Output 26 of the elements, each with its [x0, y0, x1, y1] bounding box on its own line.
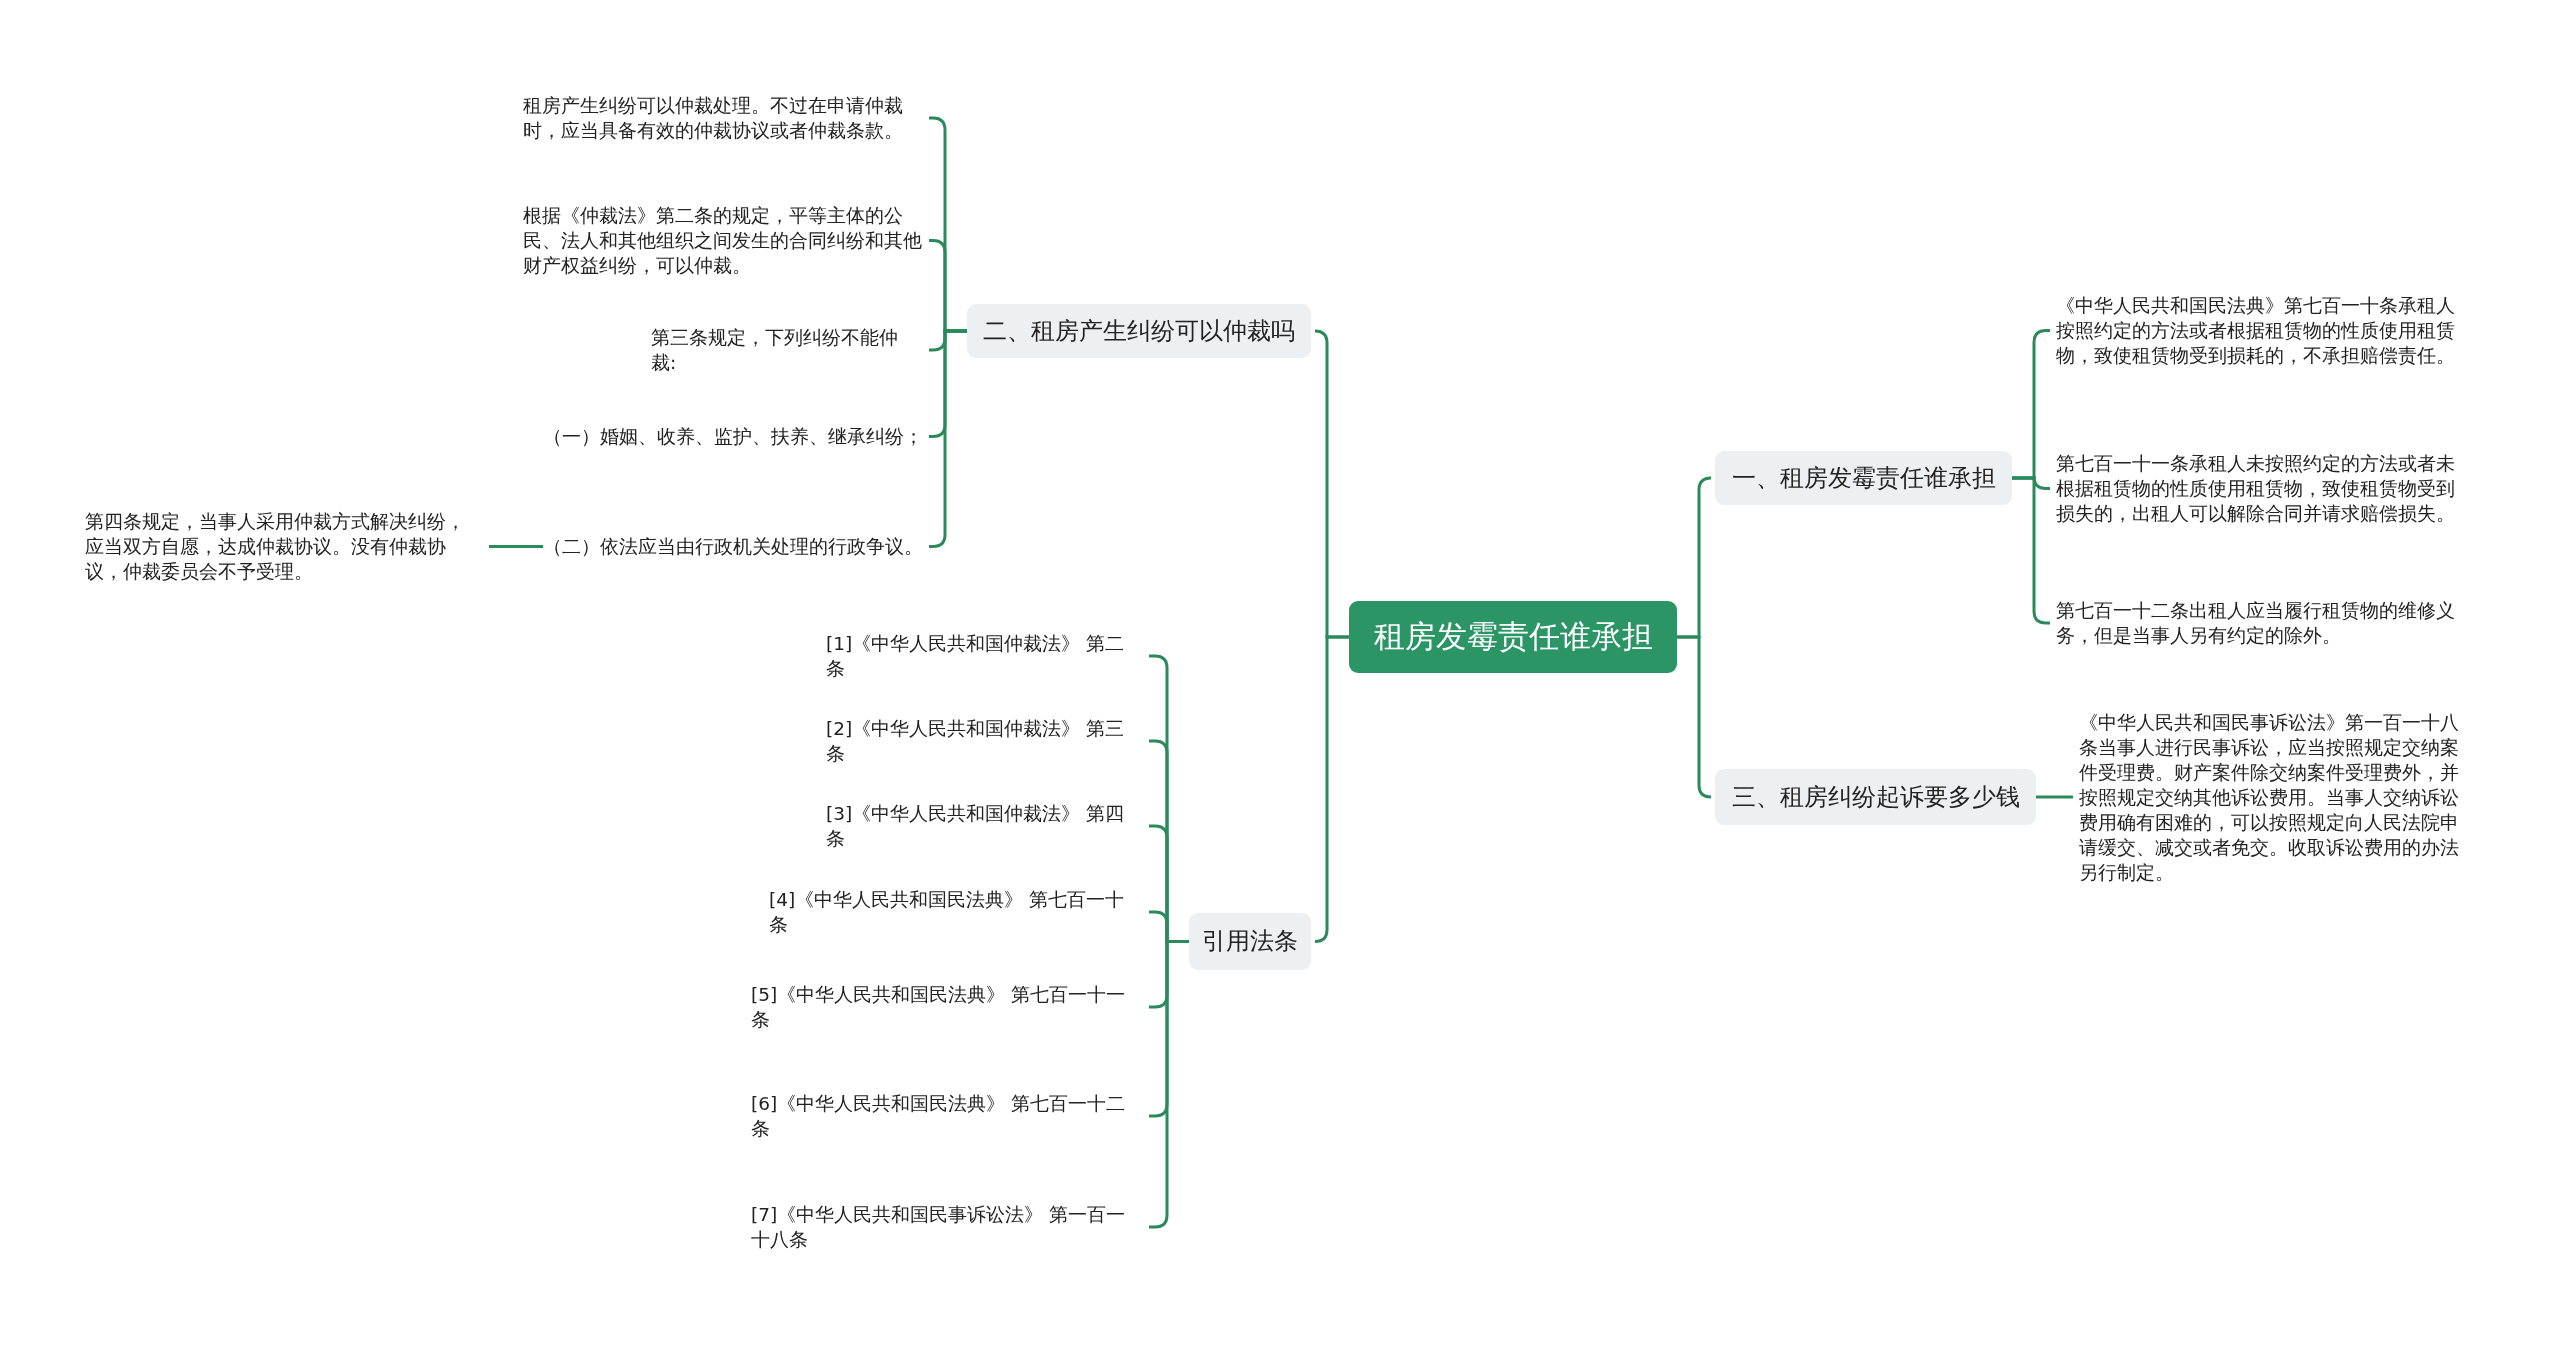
- connector-line: [489, 545, 543, 548]
- connector-line: [1677, 635, 1713, 799]
- note-text: 根据《仲裁法》第二条的规定，平等主体的公民、法人和其他组织之间发生的合同纠纷和其他财产权益纠纷，可以仲裁。: [523, 202, 923, 278]
- note-text: 第三条规定，下列纠纷不能仲裁:: [651, 325, 923, 375]
- note-text: 第七百一十二条出租人应当履行租赁物的维修义务，但是当事人另有约定的除外。: [2056, 598, 2456, 648]
- topic-box: 三、租房纠纷起诉要多少钱: [1715, 769, 2036, 825]
- note-text: 租房产生纠纷可以仲裁处理。不过在申请仲裁时，应当具备有效的仲裁协议或者仲裁条款。: [523, 93, 923, 143]
- central-topic-box: 租房发霉责任谁承担: [1349, 601, 1677, 673]
- note-text: （二）依法应当由行政机关处理的行政争议。: [543, 533, 923, 559]
- connector-line: [2036, 795, 2073, 799]
- topic-box: 二、租房产生纠纷可以仲裁吗: [967, 304, 1311, 358]
- topic-box: 一、租房发霉责任谁承担: [1715, 451, 2012, 505]
- note-text: [3]《中华人民共和国仲裁法》 第四条: [826, 801, 1143, 851]
- note-text: （一）婚姻、收养、监护、扶养、继承纠纷；: [543, 423, 923, 449]
- note-text: [6]《中华人民共和国民法典》 第七百一十二条: [751, 1091, 1143, 1141]
- note-text: [2]《中华人民共和国仲裁法》 第三条: [826, 716, 1143, 766]
- note-text: 第四条规定，当事人采用仲裁方式解决纠纷，应当双方自愿，达成仲裁协议。没有仲裁协议，仲裁委员会不予受理。: [85, 508, 483, 584]
- note-text: [5]《中华人民共和国民法典》 第七百一十一条: [751, 982, 1143, 1032]
- note-text: 《中华人民共和国民事诉讼法》第一百一十八条当事人进行民事诉讼，应当按照规定交纳案件受理费。财产案件除交纳案件受理费外，并按照规定交纳其他诉讼费用。当事人交纳诉讼费用确有困难的，可以按照规定向人民法院申请缓交、减交或者免交。收取诉讼费用的办法另行制定。: [2079, 709, 2477, 885]
- note-text: 第七百一十一条承租人未按照约定的方法或者未根据租赁物的性质使用租赁物，致使租赁物受到损失的，出租人可以解除合同并请求赔偿损失。: [2056, 450, 2456, 526]
- connector-line: [1313, 635, 1349, 943]
- note-text: 《中华人民共和国民法典》第七百一十条承租人按照约定的方法或者根据租赁物的性质使用租赁物，致使租赁物受到损耗的，不承担赔偿责任。: [2056, 292, 2456, 368]
- note-text: [1]《中华人民共和国仲裁法》 第二条: [826, 631, 1143, 681]
- note-text: [7]《中华人民共和国民事诉讼法》 第一百一十八条: [751, 1202, 1143, 1252]
- topic-box: 引用法条: [1189, 912, 1311, 970]
- note-text: [4]《中华人民共和国民法典》 第七百一十条: [769, 887, 1143, 937]
